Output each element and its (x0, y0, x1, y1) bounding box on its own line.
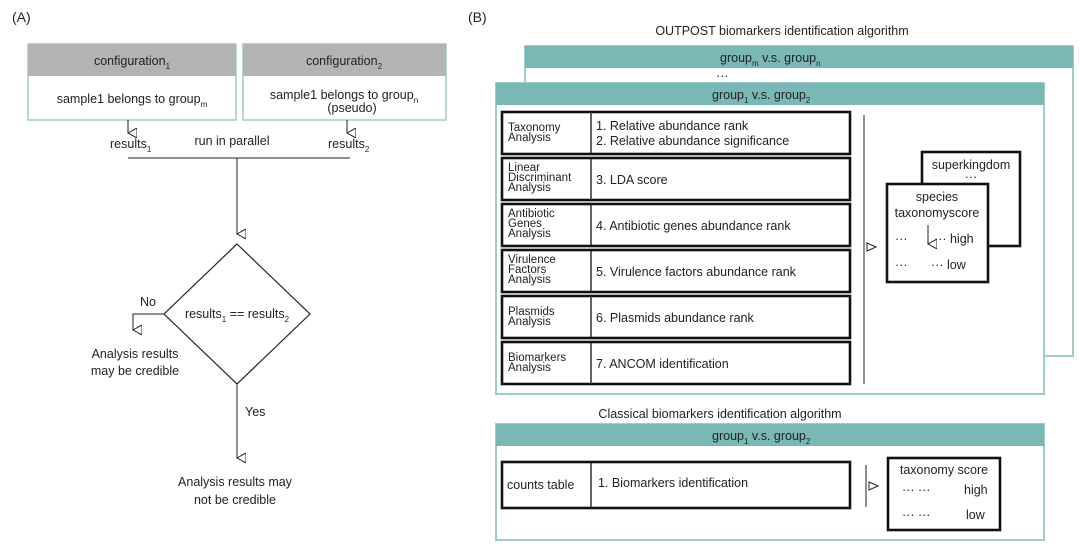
config2-pseudo: (pseudo) (327, 101, 376, 115)
no-label: No (140, 295, 156, 309)
results2-label: results2 (328, 137, 370, 154)
taxonomy-score-card: taxonomy score ··· ··· high ··· ··· low (886, 456, 1002, 532)
row-desc-1: 1. Relative abundance rank (596, 119, 749, 133)
species-title-1: species (916, 190, 958, 204)
right-arrow-icon (868, 481, 880, 491)
config1-line: sample1 belongs to groupm (57, 92, 208, 109)
panel-a-label: (A) (12, 9, 31, 25)
decision-text: results1 == results2 (185, 307, 290, 324)
score-title: taxonomy score (900, 463, 988, 477)
classical-header: group1 v.s. group2 (712, 429, 811, 446)
species-row1-left: ··· (895, 232, 908, 246)
score-row2-dots: ··· ··· (902, 508, 930, 522)
species-row1-right: ··· high (934, 232, 974, 246)
superkingdom-dots: ··· (965, 170, 978, 184)
right-arrow-icon (866, 242, 878, 252)
group-m-n-header: groupm v.s. groupn (720, 51, 821, 68)
classical-row-name: counts table (507, 478, 574, 492)
superkingdom-title: superkingdom (932, 158, 1011, 172)
group-dots: ··· (716, 69, 729, 83)
species-title-2: taxonomyscore (895, 206, 980, 220)
yes-label: Yes (245, 405, 265, 419)
panel-a: (A) configuration1 sample1 belongs to gr… (12, 9, 447, 507)
panel-b: (B) OUTPOST biomarkers identification al… (468, 9, 1074, 541)
score-row1-label: high (964, 483, 988, 497)
row-desc-1: 3. LDA score (596, 173, 668, 187)
run-parallel-label: run in parallel (194, 134, 269, 148)
row-desc-2: 2. Relative abundance significance (596, 134, 789, 148)
group-1-2-header: group1 v.s. group2 (712, 88, 811, 105)
score-row2-label: low (966, 508, 986, 522)
species-row2-right: ··· low (931, 258, 967, 272)
outpost-title: OUTPOST biomarkers identification algori… (655, 24, 908, 38)
score-row1-dots: ··· ··· (902, 483, 930, 497)
yes-result-line2: not be credible (194, 493, 276, 507)
config2-line: sample1 belongs to groupn (270, 88, 418, 105)
config1-box: configuration1 sample1 belongs to groupm (27, 43, 237, 121)
yes-result-line1: Analysis results may (178, 475, 293, 489)
panel-b-label: (B) (468, 9, 487, 25)
results1-label: results1 (110, 137, 152, 154)
config2-box: configuration2 sample1 belongs to groupn… (242, 43, 447, 121)
classical-row-desc: 1. Biomarkers identification (598, 476, 748, 490)
config1-title: configuration1 (94, 54, 171, 71)
row-desc-1: 6. Plasmids abundance rank (596, 311, 754, 325)
row-desc-1: 7. ANCOM identification (596, 357, 729, 371)
species-row2-left: ··· (895, 258, 908, 272)
no-result-line2: may be credible (91, 364, 179, 378)
no-result-line1: Analysis results (92, 347, 179, 361)
classical-title: Classical biomarkers identification algo… (598, 407, 841, 421)
row-desc-1: 5. Virulence factors abundance rank (596, 265, 797, 279)
classical-row: counts table 1. Biomarkers identificatio… (500, 460, 852, 510)
config2-title: configuration2 (306, 54, 383, 71)
row-desc-1: 4. Antibiotic genes abundance rank (596, 219, 791, 233)
species-card: species taxonomyscore ··· ··· high ··· ·… (885, 182, 990, 284)
